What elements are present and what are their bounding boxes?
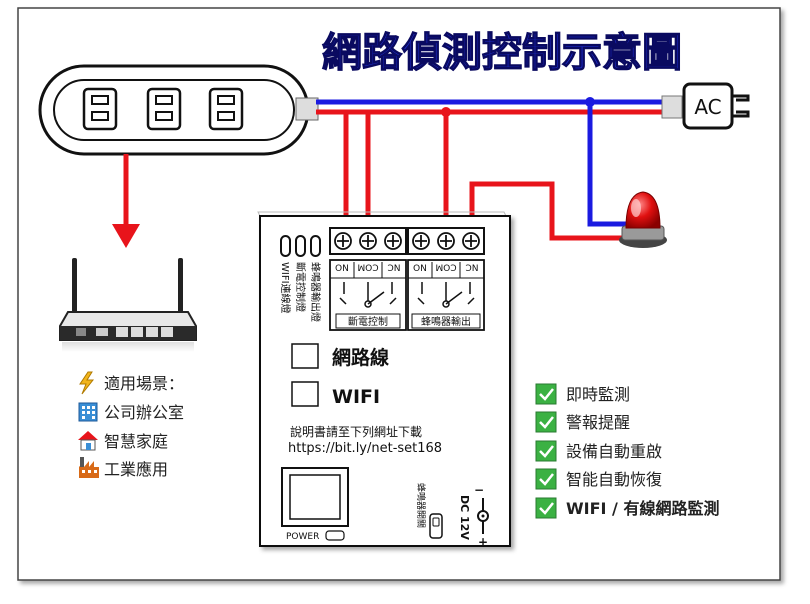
svg-text:智能自動恢復: 智能自動恢復	[566, 470, 662, 489]
svg-text:−: −	[474, 483, 484, 497]
ac-label: AC	[694, 95, 721, 119]
controller-device: WIFI連線燈 斷電控制燈 蜂鳴器輸出燈 NO COM NC	[257, 211, 511, 549]
relay1-com: COM	[357, 262, 378, 272]
check-icon	[535, 468, 557, 490]
scene-item-industry: 工業應用	[104, 460, 168, 479]
feature-item-4: 智能自動恢復	[535, 468, 662, 490]
feature-item-2: 警報提醒	[535, 411, 630, 433]
status-leds	[280, 235, 321, 257]
control-wires	[322, 97, 628, 241]
scenes-header: 適用場景：	[104, 374, 184, 393]
router-icon	[59, 258, 197, 352]
features-list: 即時監測 警報提醒 設備自動重啟 智能自動恢復 WIFI / 有線網路監測	[535, 383, 719, 519]
office-building-icon	[78, 402, 98, 422]
option-wired-checkbox[interactable]	[291, 343, 319, 369]
scenes-list: 適用場景： 公司辦公室 智慧家庭 工業應用	[78, 371, 184, 479]
relay-2: NO COM NC 蜂鳴器輸出	[407, 259, 485, 331]
power-label: POWER	[286, 532, 319, 542]
led-label-power: 斷電控制燈	[294, 262, 307, 312]
check-icon	[535, 440, 557, 462]
outlet-3	[208, 87, 244, 131]
svg-text:警報提醒: 警報提醒	[566, 413, 630, 432]
outlet-1	[82, 87, 118, 131]
lightning-icon	[79, 371, 95, 395]
relay2-com: COM	[435, 262, 456, 272]
power-button[interactable]	[281, 467, 349, 527]
power-strip	[38, 64, 319, 156]
check-icon	[535, 383, 557, 405]
relay2-nc: NC	[465, 262, 478, 272]
scene-item-office: 公司辦公室	[104, 403, 184, 422]
buzzer-switch-label: 蜂鳴器開關	[415, 483, 427, 528]
dc-label: DC 12V	[458, 495, 471, 540]
power-indicator	[325, 530, 345, 541]
terminal-block-2	[407, 227, 485, 255]
option-wifi-label: WIFI	[332, 386, 380, 408]
ac-plug: AC	[682, 82, 750, 130]
check-icon	[535, 497, 557, 519]
terminal-block-1	[329, 227, 407, 255]
relay1-label: 斷電控制	[348, 315, 388, 328]
svg-text:+: +	[478, 535, 488, 549]
dc-jack-icon: − +	[474, 483, 489, 549]
option-wired-label: 網路線	[332, 346, 389, 369]
buzzer-switch[interactable]	[429, 513, 443, 539]
relay1-nc: NC	[387, 262, 400, 272]
diagram-title: 網路偵測控制示意圖	[322, 30, 682, 76]
feature-item-1: 即時監測	[535, 383, 630, 405]
outlet-2	[146, 87, 182, 131]
relay2-no: NO	[413, 262, 427, 272]
feature-item-5: WIFI / 有線網路監測	[535, 497, 719, 519]
svg-text:設備自動重啟: 設備自動重啟	[566, 442, 662, 461]
svg-text:WIFI / 有線網路監測: WIFI / 有線網路監測	[566, 499, 719, 518]
manual-url: https://bit.ly/net-set168	[288, 441, 442, 456]
check-icon	[535, 411, 557, 433]
feature-item-3: 設備自動重啟	[535, 440, 662, 462]
led-label-buzzer: 蜂鳴器輸出燈	[309, 262, 322, 322]
svg-text:即時監測: 即時監測	[566, 385, 630, 404]
manual-text: 說明書請至下列網址下載	[290, 424, 422, 439]
red-arrow	[112, 154, 140, 248]
scene-item-home: 智慧家庭	[104, 432, 168, 451]
option-wifi-checkbox[interactable]	[291, 381, 319, 407]
factory-icon	[79, 457, 99, 478]
house-icon	[78, 431, 98, 451]
relay-1: NO COM NC 斷電控制	[329, 259, 407, 331]
relay2-label: 蜂鳴器輸出	[421, 315, 471, 328]
led-label-wifi: WIFI連線燈	[279, 262, 292, 314]
siren-icon	[619, 191, 667, 248]
relay1-no: NO	[335, 262, 349, 272]
